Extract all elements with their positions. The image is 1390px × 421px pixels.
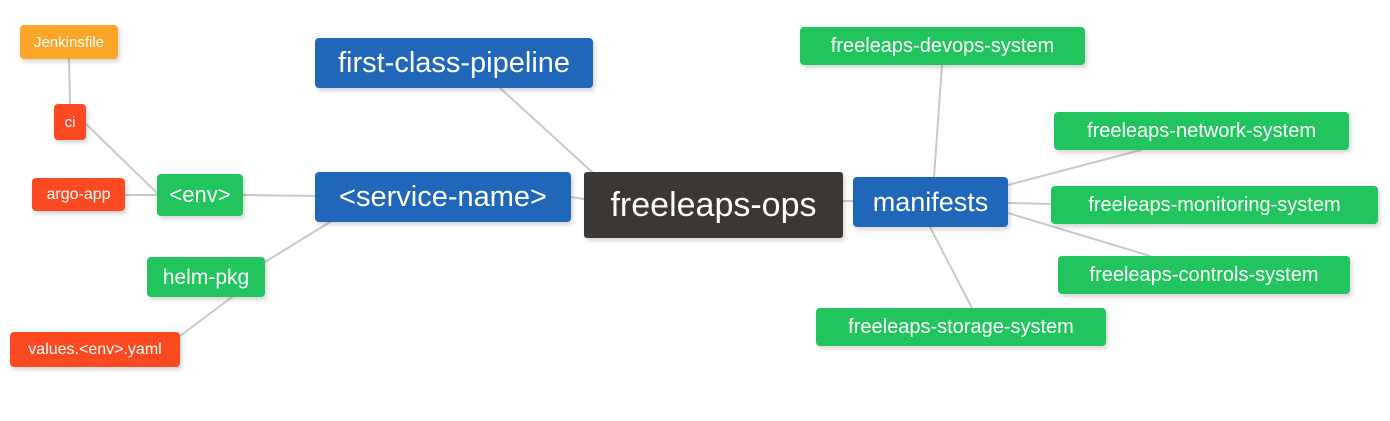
edge-env-to-service-name — [242, 194, 316, 197]
node-label: manifests — [872, 186, 989, 217]
node-label: values.<env>.yaml — [28, 340, 162, 358]
node-freeleaps-controls-system[interactable]: freeleaps-controls-system — [1058, 256, 1350, 294]
node-jenkinsfile[interactable]: Jenkinsfile — [20, 25, 118, 59]
node-freeleaps-ops[interactable]: freeleaps-ops — [584, 172, 843, 238]
node-manifests[interactable]: manifests — [853, 177, 1008, 227]
node-freeleaps-network-system[interactable]: freeleaps-network-system — [1054, 112, 1349, 150]
node-label: argo-app — [46, 185, 111, 203]
node-ci[interactable]: ci — [54, 104, 86, 140]
edge-manifests-to-freeleaps-storage-system — [929, 226, 973, 309]
node-argo-app[interactable]: argo-app — [32, 178, 125, 211]
edge-jenkinsfile-to-ci — [68, 58, 71, 105]
node-label: freeleaps-controls-system — [1089, 264, 1319, 286]
node-label: freeleaps-network-system — [1087, 120, 1316, 142]
node-label: first-class-pipeline — [337, 46, 571, 79]
node-values-yaml[interactable]: values.<env>.yaml — [10, 332, 180, 367]
node-helm-pkg[interactable]: helm-pkg — [147, 257, 265, 297]
node-freeleaps-monitoring-system[interactable]: freeleaps-monitoring-system — [1051, 186, 1378, 224]
edge-manifests-to-freeleaps-devops-system — [933, 64, 943, 178]
edge-service-name-to-freeleaps-ops — [570, 196, 585, 200]
node-label: <env> — [169, 182, 231, 207]
node-service-name[interactable]: <service-name> — [315, 172, 571, 222]
node-label: freeleaps-devops-system — [830, 35, 1055, 57]
node-label: freeleaps-storage-system — [848, 316, 1074, 338]
node-label: <service-name> — [339, 180, 547, 213]
node-freeleaps-devops-system[interactable]: freeleaps-devops-system — [800, 27, 1085, 65]
edge-first-class-pipeline-to-freeleaps-ops — [499, 87, 593, 173]
node-label: freeleaps-ops — [610, 186, 817, 224]
node-freeleaps-storage-system[interactable]: freeleaps-storage-system — [816, 308, 1106, 346]
edge-values-yaml-to-helm-pkg — [179, 296, 233, 337]
node-env[interactable]: <env> — [157, 174, 243, 216]
node-label: ci — [64, 113, 76, 131]
node-first-class-pipeline[interactable]: first-class-pipeline — [315, 38, 593, 88]
edge-manifests-to-freeleaps-monitoring-system — [1007, 202, 1052, 205]
edge-manifests-to-freeleaps-network-system — [1007, 149, 1142, 186]
edge-helm-pkg-to-service-name — [264, 221, 331, 263]
node-label: Jenkinsfile — [33, 33, 105, 51]
node-label: freeleaps-monitoring-system — [1088, 194, 1341, 216]
node-label: helm-pkg — [162, 265, 250, 289]
